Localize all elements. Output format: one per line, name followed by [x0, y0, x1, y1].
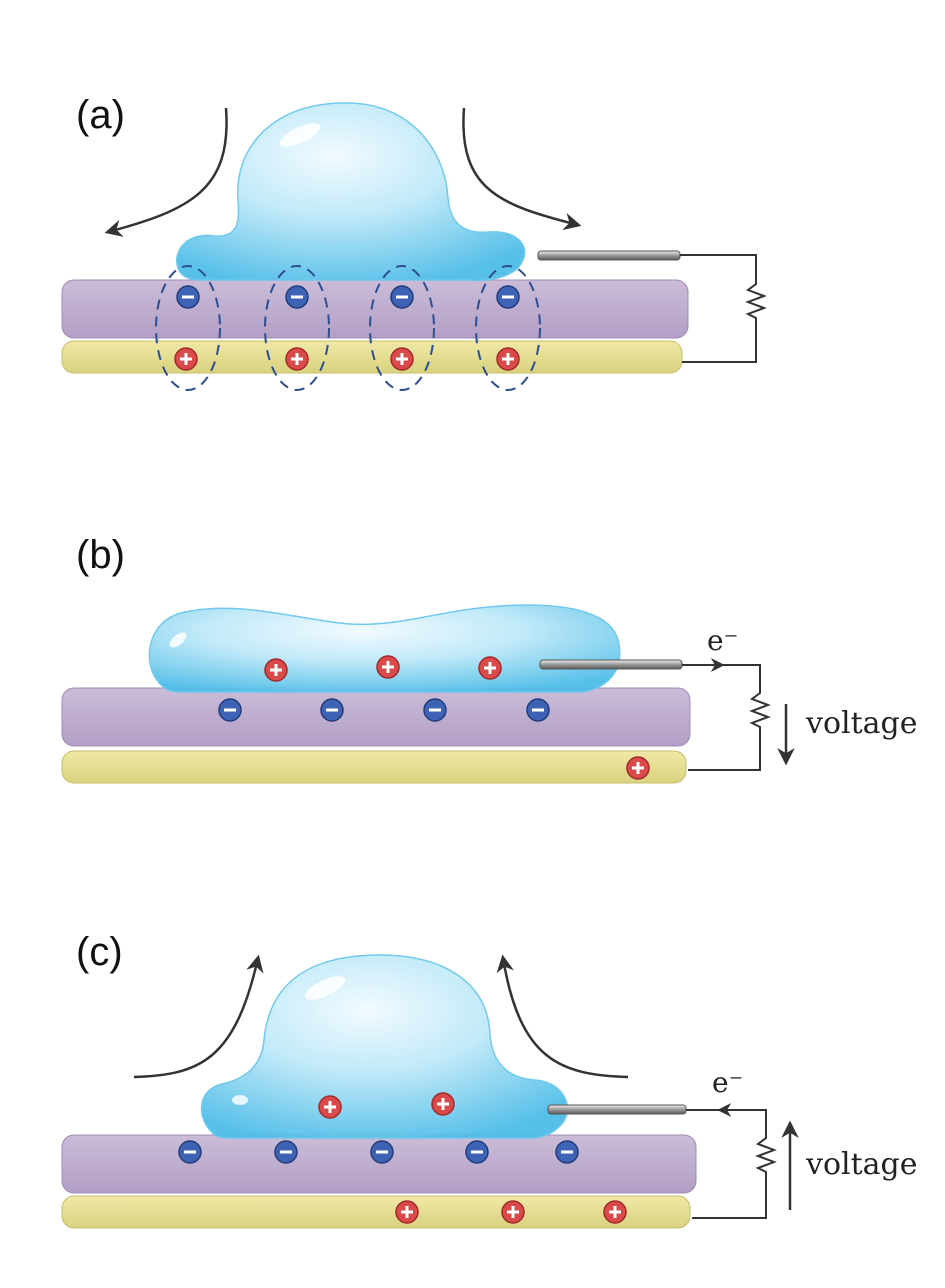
water-droplet [176, 102, 526, 282]
panel-c: (c) e⁻ voltage [61, 930, 918, 1229]
panel-label-a: (a) [76, 93, 125, 137]
minus-charge-icon [218, 698, 242, 722]
minus-charge-icon [423, 698, 447, 722]
flow-arrow-icon [496, 954, 629, 1079]
panel-label-c: (c) [76, 930, 123, 974]
minus-charge-icon [178, 1140, 202, 1164]
flow-arrow-icon [462, 107, 582, 230]
minus-charge-icon [320, 698, 344, 722]
panel-a: (a) [61, 93, 767, 391]
dielectric-layer [61, 687, 691, 747]
droplet-highlight [232, 1095, 248, 1105]
plus-charge-icon [174, 347, 198, 371]
minus-charge-icon [496, 285, 520, 309]
charge-pair-outline [155, 265, 221, 391]
droplet-highlight [304, 976, 346, 1000]
electrode-rod [537, 250, 681, 261]
charge-pair-outline [369, 265, 435, 391]
charge-pair-outline [264, 265, 330, 391]
voltage-label: voltage [805, 706, 918, 741]
flow-arrow-icon [133, 954, 264, 1079]
panel-label-b: (b) [76, 533, 125, 577]
minus-charge-icon [390, 285, 414, 309]
water-droplet [200, 954, 569, 1139]
droplet-highlight [279, 123, 321, 147]
minus-charge-icon [465, 1140, 489, 1164]
electrode-rod [539, 659, 683, 670]
plus-charge-icon [395, 1200, 419, 1224]
plus-charge-icon [264, 658, 288, 682]
circuit-wire [680, 254, 767, 363]
plus-charge-icon [431, 1092, 455, 1116]
voltage-label: voltage [805, 1147, 918, 1182]
current-label: e⁻ [712, 1066, 743, 1099]
plus-charge-icon [390, 347, 414, 371]
flow-arrow-icon [104, 107, 228, 237]
water-droplet [148, 604, 621, 693]
plus-charge-icon [285, 347, 309, 371]
plus-charge-icon [626, 756, 650, 780]
minus-charge-icon [274, 1140, 298, 1164]
minus-charge-icon [526, 698, 550, 722]
electrode-layer [61, 1195, 691, 1229]
plus-charge-icon [376, 655, 400, 679]
current-label: e⁻ [707, 624, 738, 657]
plus-charge-icon [478, 656, 502, 680]
plus-charge-icon [496, 347, 520, 371]
plus-charge-icon [603, 1200, 627, 1224]
electrode-layer [61, 750, 687, 784]
minus-charge-icon [285, 285, 309, 309]
plus-charge-icon [318, 1095, 342, 1119]
electrode-layer [61, 340, 683, 374]
charge-pair-outline [475, 265, 541, 391]
panel-b: (b) e⁻ voltage [61, 533, 918, 784]
minus-charge-icon [555, 1140, 579, 1164]
plus-charge-icon [501, 1200, 525, 1224]
circuit-wire [686, 1109, 777, 1219]
circuit-wire [682, 664, 771, 771]
minus-charge-icon [176, 285, 200, 309]
dielectric-layer [61, 279, 689, 339]
minus-charge-icon [370, 1140, 394, 1164]
electrode-rod [547, 1104, 687, 1115]
droplet-highlight [169, 632, 187, 648]
